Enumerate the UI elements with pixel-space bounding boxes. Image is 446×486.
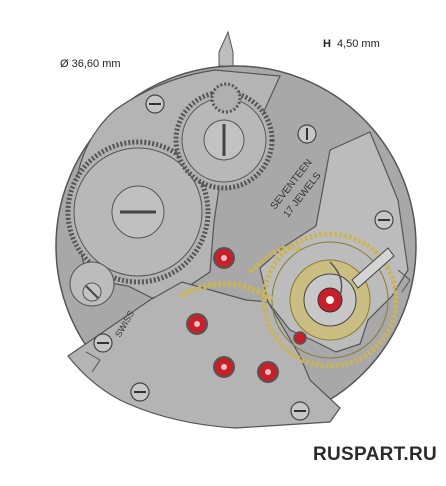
plate-edge-notch: [85, 351, 101, 373]
screw: [93, 333, 113, 353]
jewel: [257, 361, 279, 383]
click-spring: [69, 261, 115, 307]
jewel: [213, 247, 235, 269]
screws: [93, 94, 394, 421]
winding-stem: [218, 30, 234, 67]
jewels: [186, 247, 307, 383]
barrel-gear: [65, 139, 211, 285]
screw: [130, 382, 150, 402]
fourth-wheel-arc: [248, 245, 302, 274]
screw: [297, 124, 317, 144]
jewel: [213, 356, 235, 378]
screw: [374, 210, 394, 230]
ratchet-wheel: [210, 82, 242, 114]
height-label: H 4,50 mm: [323, 38, 380, 50]
jewel: [293, 331, 307, 345]
diameter-label: Ø 36,60 mm: [60, 58, 121, 70]
plate-edge-notch: [397, 269, 411, 293]
height-value: 4,50 mm: [336, 38, 380, 50]
jewel: [186, 313, 208, 335]
screw: [290, 401, 310, 421]
watermark: RUSPART.RU: [313, 444, 438, 465]
crown-wheel: [173, 89, 275, 191]
escape-wheel-arc: [178, 280, 274, 303]
height-symbol: H: [323, 38, 331, 50]
screw: [145, 94, 165, 114]
balance-wheel: [261, 231, 399, 369]
